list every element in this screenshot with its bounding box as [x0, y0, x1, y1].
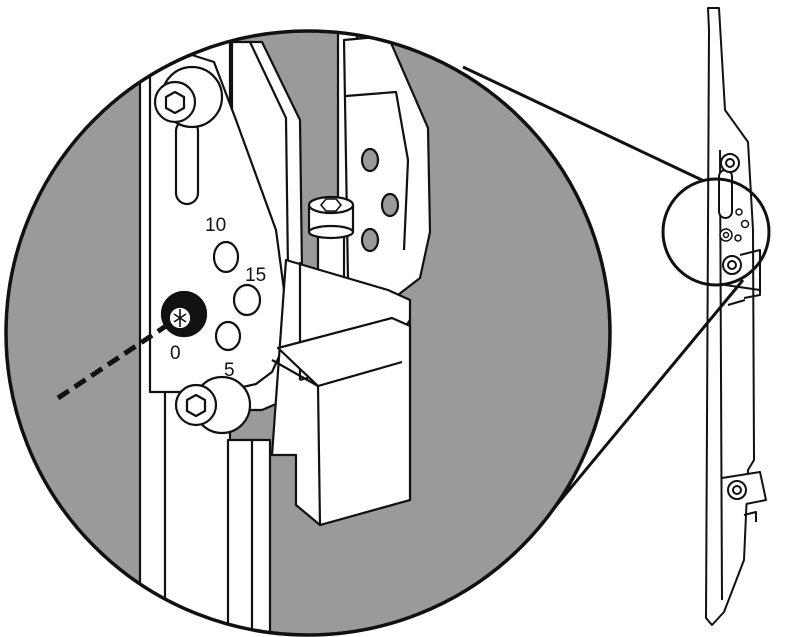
magnified-detail-view	[4, 29, 612, 637]
screw-pointer-dashed	[56, 319, 174, 401]
tilt-labels: 10 15 0 5	[170, 215, 266, 381]
label-0: 0	[170, 343, 181, 364]
bracket-inner-edge	[719, 149, 723, 601]
mounting-block	[270, 258, 412, 527]
top-hex-bolt	[153, 65, 224, 129]
arm-holes	[360, 147, 400, 253]
hole-5	[214, 320, 242, 352]
hex-socket-bolt-icon	[164, 90, 186, 115]
small-adjust-holes	[719, 208, 750, 242]
hole-10	[212, 240, 240, 274]
torx-screw	[160, 290, 208, 338]
label-5: 5	[224, 360, 235, 381]
upper-slot	[718, 153, 740, 219]
lower-hex-socket-bolt-icon	[185, 393, 207, 418]
mid-channel	[724, 284, 761, 306]
hole-15	[232, 283, 262, 317]
tilt-holes	[212, 240, 262, 352]
vertical-channel	[226, 438, 272, 635]
detail-indicator-circle	[661, 177, 771, 287]
lower-hex-bolt	[174, 375, 252, 435]
bottom-slot	[721, 471, 767, 522]
label-15: 15	[245, 265, 266, 286]
plate-upper-slot	[174, 118, 200, 206]
socket-hex-icon	[320, 198, 342, 212]
callout-leader-lines	[462, 65, 745, 514]
bracket-outline	[705, 7, 755, 626]
lower-bolt	[722, 249, 761, 299]
label-10: 10	[205, 215, 226, 236]
full-bracket-view	[705, 7, 767, 626]
